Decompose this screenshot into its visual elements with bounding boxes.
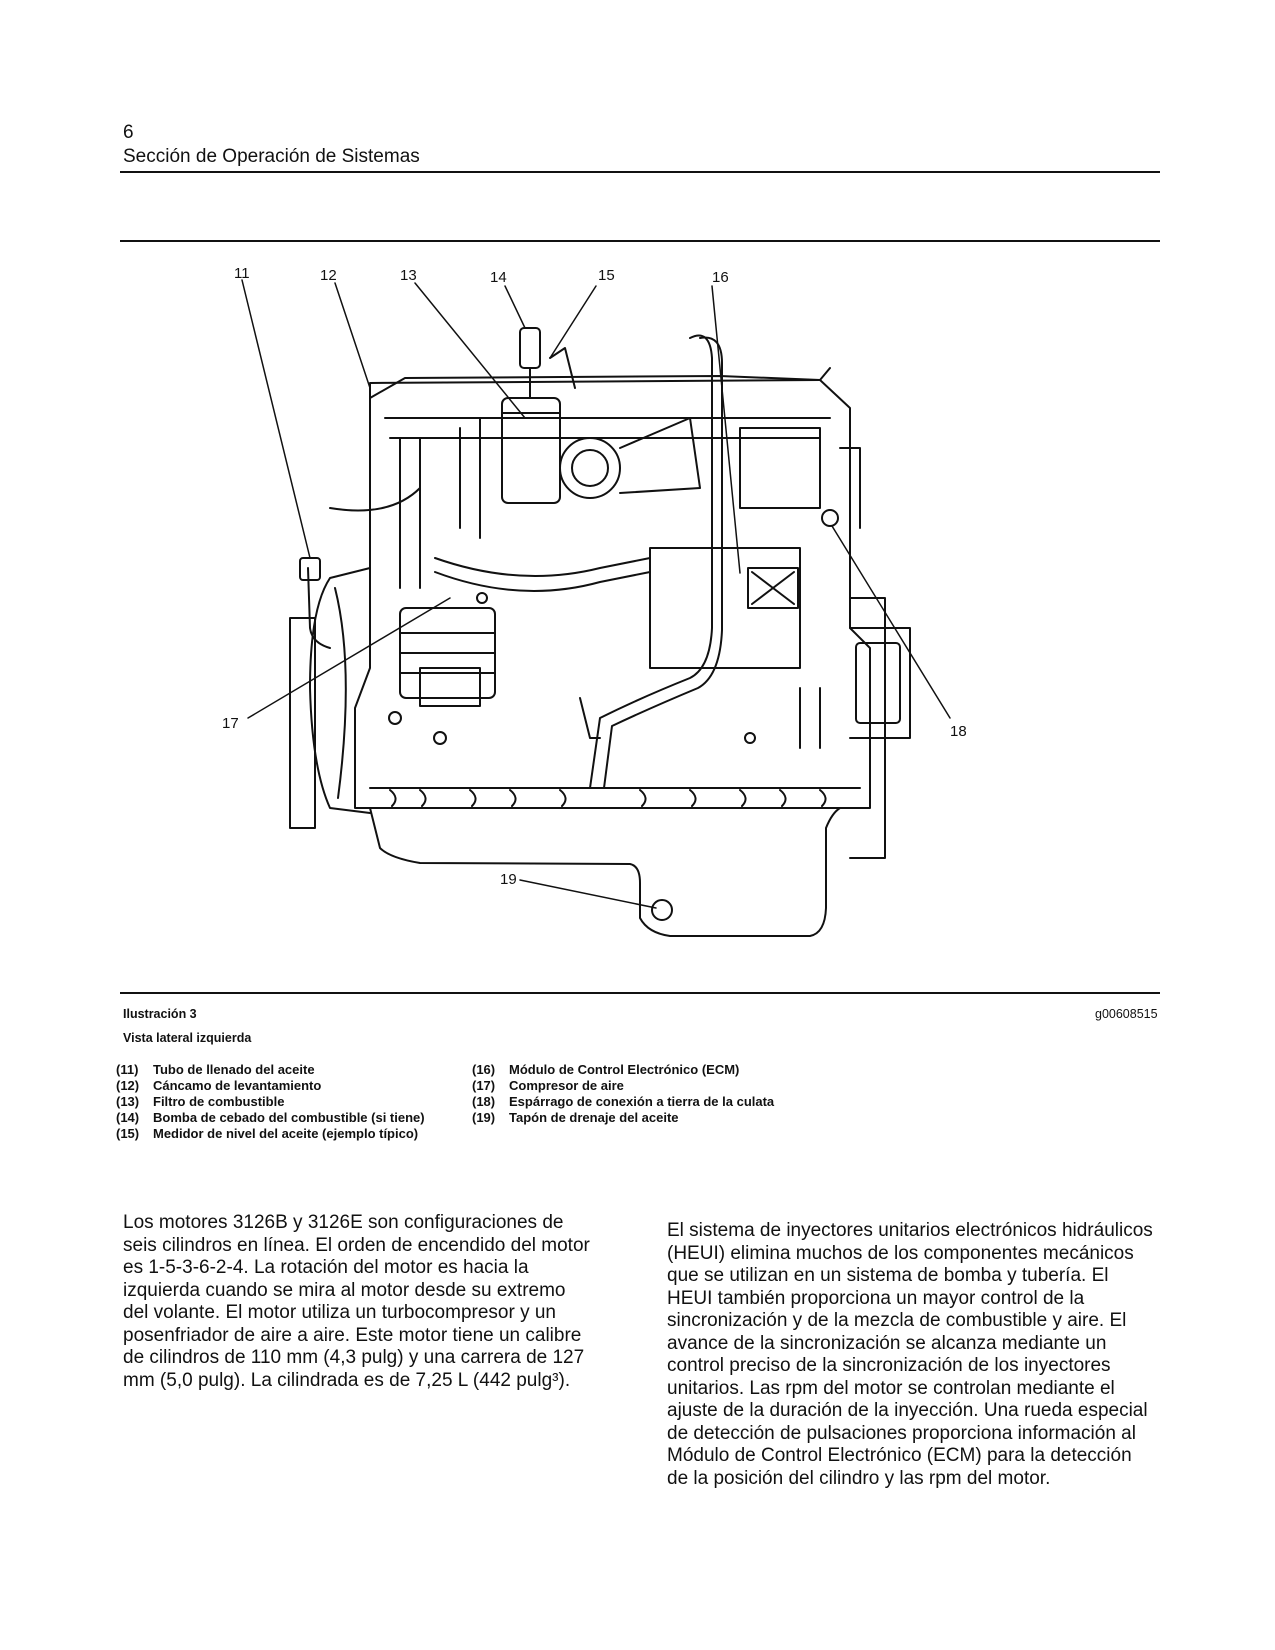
callout-16: 16 [712,269,729,286]
callout-14: 14 [490,269,507,286]
callout-11: 11 [234,268,250,282]
figure-bottom-rule [120,992,1160,994]
legend-item: (14)Bomba de cebado del combustible (si … [116,1110,425,1125]
figure-label: Ilustración 3 [123,1007,197,1021]
callout-15: 15 [598,268,615,284]
section-title: Sección de Operación de Sistemas [123,146,420,167]
legend-item: (18)Espárrago de conexión a tierra de la… [472,1094,775,1109]
legend-item: (16)Módulo de Control Electrónico (ECM) [472,1062,740,1077]
engine-illustration: 11 12 13 14 15 16 17 18 19 [222,268,967,937]
figure-image-id: g00608515 [1095,1007,1158,1021]
legend-item: (19)Tapón de drenaje del aceite [472,1110,679,1125]
callout-18: 18 [950,723,967,740]
callout-19: 19 [500,871,517,888]
callout-12: 12 [320,268,337,284]
body-paragraph: El sistema de inyectores unitarios elect… [667,1220,1153,1489]
callout-17: 17 [222,715,239,732]
legend-item: (17)Compresor de aire [472,1078,624,1093]
body-column-left: Los motores 3126B y 3126E son configurac… [123,1212,593,1392]
figure-subtitle: Vista lateral izquierda [123,1031,252,1045]
legend-right: (16)Módulo de Control Electrónico (ECM) … [472,1062,802,1126]
body-paragraph: Los motores 3126B y 3126E son configurac… [123,1212,590,1391]
callout-13: 13 [400,268,417,284]
body-column-right: El sistema de inyectores unitarios elect… [667,1220,1157,1490]
figure-top-rule [120,240,1160,242]
legend-item: (13)Filtro de combustible [116,1094,285,1109]
header-rule [120,171,1160,173]
legend-item: (11)Tubo de llenado del aceite [116,1062,315,1077]
page-number: 6 [123,122,134,143]
legend-left: (11)Tubo de llenado del aceite (12)Cánca… [116,1062,451,1142]
legend-item: (15)Medidor de nivel del aceite (ejemplo… [116,1126,419,1141]
legend-item: (12)Cáncamo de levantamiento [116,1078,322,1093]
